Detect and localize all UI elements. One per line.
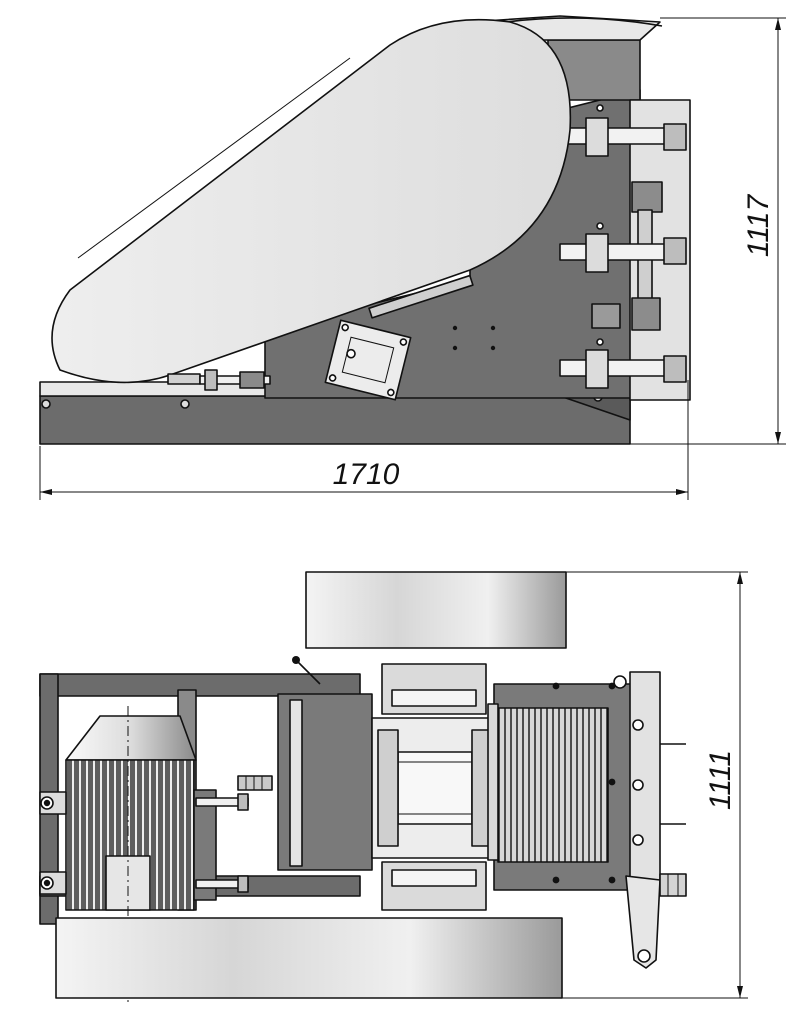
top-ribbed-jaw-plate	[497, 707, 609, 863]
side-tension-rod-bottom	[559, 338, 687, 389]
dim-text-width: 1111	[704, 750, 737, 810]
dim-arrow-width-bottom	[737, 986, 743, 998]
side-inspection-plate	[324, 319, 412, 401]
dim-arrow-left	[40, 489, 52, 495]
top-jaw-serration	[487, 703, 499, 861]
top-view: 1111	[39, 571, 748, 1004]
side-tension-rod-mid	[559, 222, 687, 273]
top-side-plate-inner	[289, 699, 303, 867]
top-chamber-roll-left	[377, 729, 399, 847]
top-pivot-bolt	[613, 675, 627, 689]
side-right-lower-block	[631, 297, 661, 331]
top-swing-arm-pivot	[637, 949, 651, 963]
side-bolt-mid	[180, 399, 190, 409]
side-body-hole	[452, 345, 458, 351]
side-body-hole	[452, 325, 458, 331]
top-pulley-lower	[55, 917, 563, 999]
side-body-hole	[490, 325, 496, 331]
dim-arrow-bottom	[775, 432, 781, 444]
top-roller-lower-ring	[391, 869, 477, 887]
dim-text-length: 1710	[333, 458, 400, 491]
side-guard-bracket	[368, 274, 474, 319]
top-hex-nut	[632, 834, 644, 846]
top-spring	[237, 775, 273, 791]
top-swing-arm	[625, 875, 661, 969]
top-bolt	[552, 876, 560, 884]
dim-arrow-top	[775, 18, 781, 30]
top-bolt	[608, 876, 616, 884]
top-bolt	[552, 682, 560, 690]
motor-adjust-bolt-top	[195, 793, 249, 811]
motor-adjust-bolt-bottom	[195, 875, 249, 893]
dim-arrow-width-top	[737, 572, 743, 584]
top-pulley-upper	[305, 571, 567, 649]
dim-text-height: 1117	[742, 194, 775, 258]
top-bolt	[608, 682, 616, 690]
side-base-frame	[39, 395, 631, 445]
side-view: 1710 1117	[39, 15, 786, 500]
side-bolt-left	[41, 399, 51, 409]
side-tension-rod-top	[559, 104, 687, 157]
side-spring-tensioner	[167, 369, 271, 391]
top-bolt	[608, 778, 616, 786]
side-body-hole	[490, 345, 496, 351]
top-handle	[295, 659, 321, 685]
side-belt-guard-rim	[77, 57, 351, 259]
top-chamber-window	[397, 751, 473, 825]
side-gauge-box	[591, 303, 621, 329]
top-hex-nut	[632, 779, 644, 791]
side-right-block	[631, 181, 663, 213]
top-frame-rail-top	[39, 673, 361, 697]
top-hex-nut	[632, 719, 644, 731]
top-right-bolt-head	[659, 873, 687, 897]
dim-arrow-right	[676, 489, 688, 495]
top-roller-upper-ring	[391, 689, 477, 707]
